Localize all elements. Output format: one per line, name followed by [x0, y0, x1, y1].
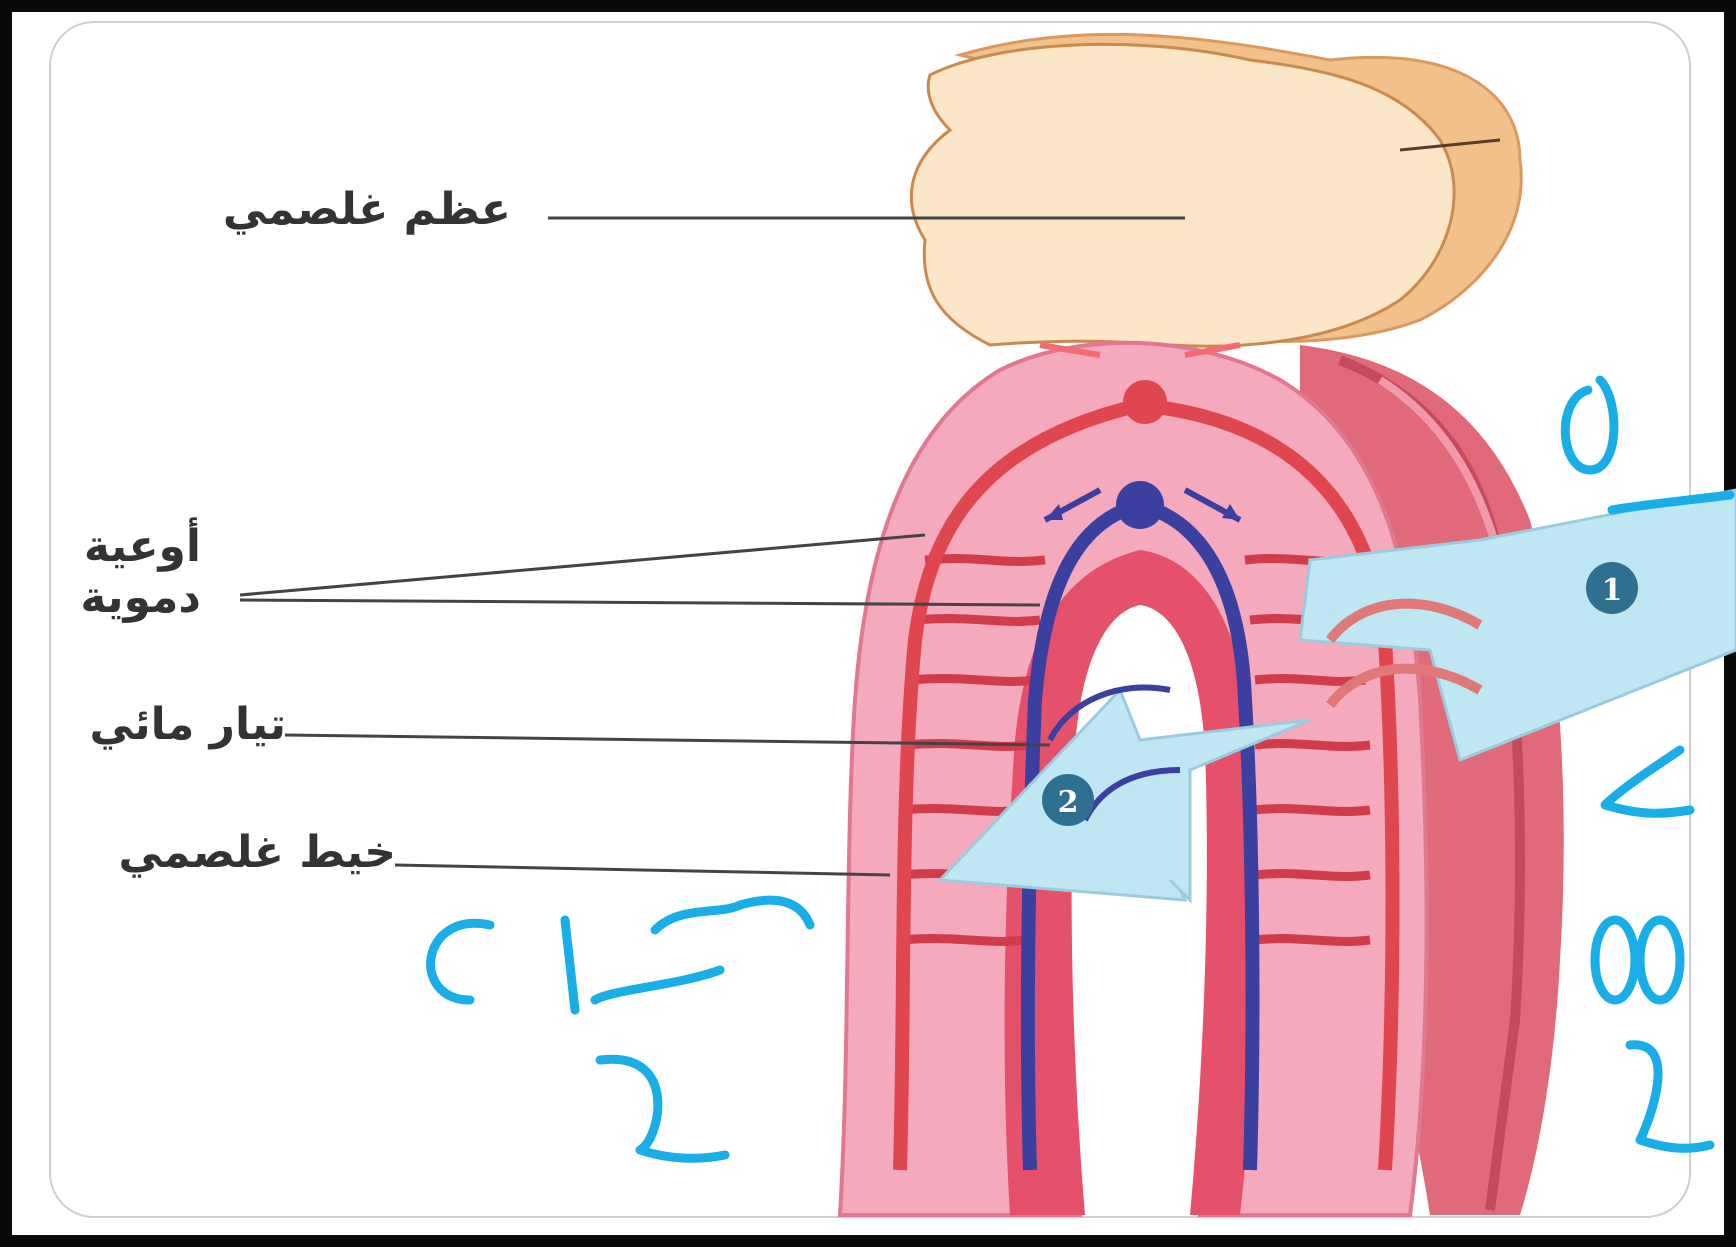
label-gill-bone: عظم غلصمي	[223, 185, 511, 236]
leader-line-vessel-red	[240, 535, 925, 595]
outflow-badge-number: 2	[1058, 785, 1079, 820]
inflow-badge: 1	[1586, 562, 1638, 614]
leader-line-filament	[395, 865, 890, 875]
outflow-badge: 2	[1042, 774, 1094, 826]
label-blood-vessels: أوعية دموية	[80, 522, 201, 623]
handwritten-co2-mark	[431, 923, 490, 1000]
label-blood-vessels-line2: دموية	[80, 573, 201, 624]
label-blood-vessels-line1: أوعية	[80, 522, 201, 573]
inflow-badge-number: 1	[1602, 573, 1623, 608]
handwritten-o2-mark	[1565, 380, 1614, 470]
handwritten-arrow-mark	[1605, 750, 1690, 813]
label-gill-filament: خيط غلصمي	[119, 828, 397, 879]
gill-bone	[911, 34, 1521, 346]
label-water-current: تيار مائي	[90, 700, 286, 751]
